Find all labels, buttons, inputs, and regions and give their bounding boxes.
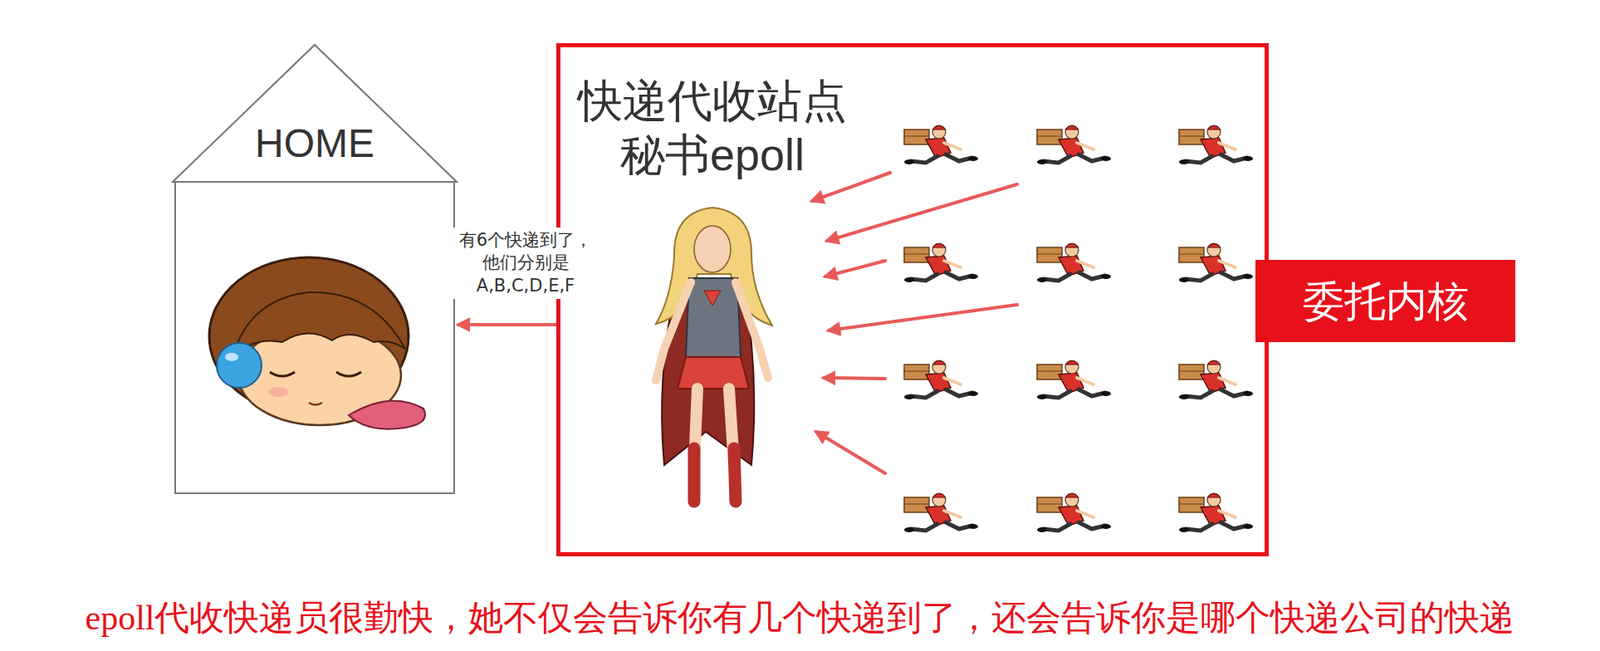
boot <box>733 448 736 502</box>
caption: epoll代收快递员很勤快，她不仅会告诉你有几个快递到了，还会告诉你是哪个快递公… <box>0 594 1600 641</box>
eye <box>336 371 362 377</box>
arm <box>735 282 769 378</box>
sleeve <box>348 401 426 430</box>
kernel-box: 委托内核 <box>1255 259 1516 343</box>
house-outline <box>171 43 459 495</box>
courier <box>1037 125 1111 165</box>
arm <box>655 282 691 381</box>
delivery-arrow <box>812 172 891 201</box>
notify-arrow <box>458 322 557 327</box>
collection-station: 快递代收站点 秘书epoll <box>556 43 1269 557</box>
courier <box>1037 493 1111 533</box>
wall <box>175 181 455 494</box>
delivery-arrow <box>816 431 886 474</box>
secretary-figure <box>655 207 773 502</box>
courier <box>1037 360 1111 400</box>
delivery-arrow <box>828 304 1018 331</box>
courier <box>1179 125 1253 165</box>
boot <box>688 448 701 502</box>
courier <box>1179 243 1253 283</box>
bubble-highlight <box>225 352 239 362</box>
delivery-arrow <box>825 260 886 277</box>
eye <box>269 371 295 377</box>
house: HOME <box>171 43 459 495</box>
node-heading: HOME <box>171 119 459 168</box>
courier <box>904 125 979 165</box>
delivery-arrows <box>812 172 1018 474</box>
edge-label: 有6个快递到了， 他们分别是 A,B,C,D,E,F <box>446 227 605 299</box>
couriers <box>904 125 1253 533</box>
emblem <box>704 290 721 306</box>
courier <box>1037 243 1111 283</box>
node-heading: 快递代收站点 秘书epoll <box>567 73 858 182</box>
courier <box>1179 360 1253 400</box>
bangs <box>232 292 406 358</box>
sleeping-girl <box>209 257 426 430</box>
snot-bubble <box>216 342 262 388</box>
node-heading: 委托内核 <box>1302 276 1469 327</box>
courier <box>904 360 979 400</box>
skirt <box>677 357 749 389</box>
blush <box>268 386 289 397</box>
top <box>685 278 741 358</box>
delivery-arrow <box>826 184 1018 241</box>
delivery-arrow <box>823 377 886 379</box>
mouth <box>308 402 323 406</box>
courier <box>904 493 979 533</box>
courier <box>1179 493 1253 533</box>
face <box>694 225 731 273</box>
courier <box>904 243 979 283</box>
